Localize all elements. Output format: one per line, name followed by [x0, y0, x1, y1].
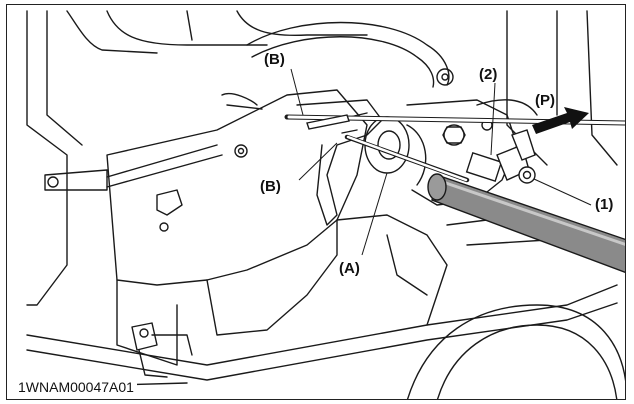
leader-b-mid: [298, 142, 338, 181]
leader-b-top: [290, 68, 304, 116]
engine-block-outline: [26, 10, 68, 306]
callout-p: (P): [535, 92, 555, 109]
mechanical-illustration: [26, 10, 625, 399]
callout-one: (1): [595, 196, 614, 213]
diagram-frame: (B) (B) (A) (2) (1) (P) 1WNAM00047A01: [6, 4, 626, 400]
callout-a: (A): [339, 260, 360, 277]
callout-b-mid: (B): [260, 178, 281, 195]
top-hose: [246, 21, 450, 86]
lever-arm: [296, 99, 383, 226]
direction-arrow: [532, 107, 589, 134]
figure-code: 1WNAM00047A01: [15, 379, 137, 395]
callout-two: (2): [479, 66, 498, 83]
leader-two: [490, 82, 496, 156]
leader-one: [533, 178, 592, 206]
leader-a: [361, 172, 388, 256]
callout-b-top: (B): [264, 51, 285, 68]
